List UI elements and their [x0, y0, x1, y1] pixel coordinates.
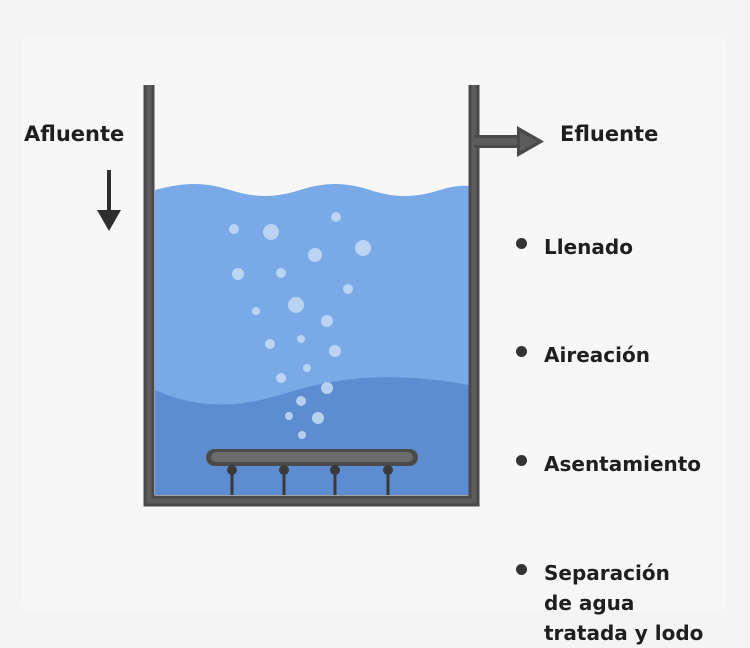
bubble — [321, 315, 333, 327]
outflow-label: Efluente — [560, 122, 659, 146]
bubble — [355, 240, 371, 256]
bubble — [303, 364, 311, 372]
bullet-dot-icon — [516, 564, 527, 575]
bubble — [288, 297, 304, 313]
bullet-dot-icon — [516, 455, 527, 466]
bubble — [265, 339, 275, 349]
bubble — [298, 431, 306, 439]
bubble — [285, 412, 293, 420]
bubble — [276, 373, 286, 383]
bubble — [296, 396, 306, 406]
bubble — [232, 268, 244, 280]
arrow-right-icon — [474, 126, 544, 157]
bubble — [321, 382, 333, 394]
bubble — [276, 268, 286, 278]
bubble — [329, 345, 341, 357]
step-label: Asentamiento — [544, 452, 702, 476]
step-label: Llenado — [544, 235, 633, 259]
bubble — [308, 248, 322, 262]
step-label: Aireación — [544, 343, 650, 367]
step-item-separation: Separación de agua tratada y lodo — [516, 558, 703, 648]
process-steps-list: Llenado Aireación Asentamiento Separació… — [516, 232, 703, 645]
bubble — [343, 284, 353, 294]
diffuser-bar-icon — [206, 449, 418, 495]
bullet-dot-icon — [516, 346, 527, 357]
air-bubbles — [229, 212, 371, 439]
arrow-down-icon — [97, 170, 121, 231]
step-item-aeration: Aireación — [516, 340, 703, 370]
bubble — [331, 212, 341, 222]
bubble — [297, 335, 305, 343]
bullet-dot-icon — [516, 238, 527, 249]
bubble — [252, 307, 260, 315]
tank-wall-inner — [146, 85, 477, 504]
bubble — [229, 224, 239, 234]
inflow-label: Afluente — [24, 122, 125, 146]
step-label: Separación de agua tratada y lodo — [544, 561, 704, 645]
bubble — [263, 224, 279, 240]
bubble — [312, 412, 324, 424]
step-item-fill: Llenado — [516, 232, 703, 262]
step-item-settling: Asentamiento — [516, 449, 703, 479]
